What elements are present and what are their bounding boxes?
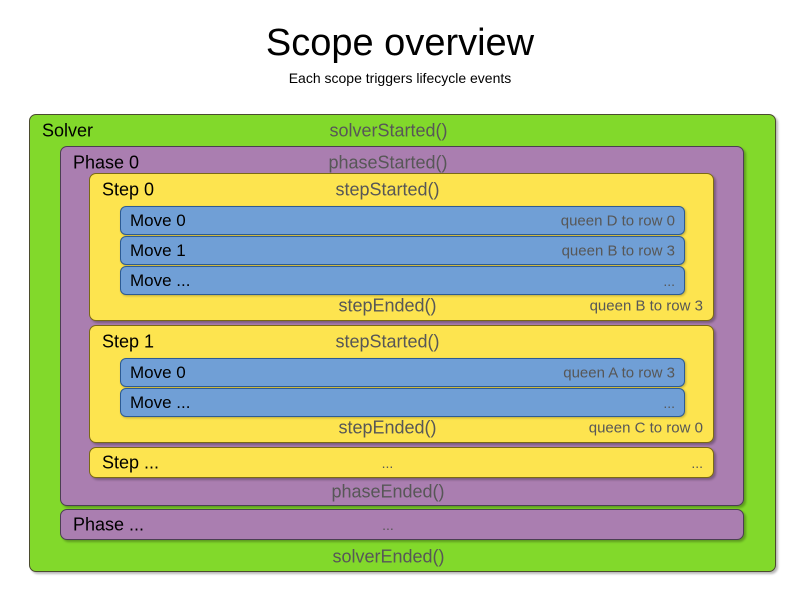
step-1-label: Step 1 xyxy=(102,331,155,351)
step-0-footer-row: stepEnded() queen B to row 3 xyxy=(90,292,713,320)
step-0-ended-value: queen B to row 3 xyxy=(589,297,703,315)
move-box: Move 0 queen D to row 0 xyxy=(120,206,685,235)
diagram-header: Scope overview Each scope triggers lifec… xyxy=(0,0,800,86)
move-value: queen D to row 0 xyxy=(560,212,675,229)
step-more-label: Step ... xyxy=(102,452,160,472)
phase-more-scope-box: Phase ... ... xyxy=(60,509,744,540)
phase-more-event: ... xyxy=(382,516,394,533)
solver-scope-box: Solver solverStarted() Phase 0 phaseStar… xyxy=(29,114,776,572)
move-label: Move 1 xyxy=(130,240,186,260)
move-box: Move ... ... xyxy=(120,266,685,295)
step-1-footer-row: stepEnded() queen C to row 0 xyxy=(90,414,713,442)
phase-0-header-row: Phase 0 phaseStarted() xyxy=(61,147,743,178)
phase-0-ended-event: phaseEnded() xyxy=(331,481,445,501)
step-0-started-event: stepStarted() xyxy=(335,179,440,199)
move-label: Move ... xyxy=(130,392,191,412)
phase-more-row: Phase ... ... xyxy=(61,510,743,539)
step-1-ended-event: stepEnded() xyxy=(338,417,437,438)
step-0-ended-event: stepEnded() xyxy=(338,295,437,316)
phase-0-scope-box: Phase 0 phaseStarted() Step 0 stepStarte… xyxy=(60,146,744,506)
move-label: Move 0 xyxy=(130,362,186,382)
step-more-event: ... xyxy=(381,454,394,471)
step-more-value: ... xyxy=(691,454,703,471)
step-1-started-event: stepStarted() xyxy=(335,331,440,351)
step-0-header-row: Step 0 stepStarted() xyxy=(90,174,713,205)
step-1-scope-box: Step 1 stepStarted() Move 0 queen A to r… xyxy=(89,325,714,443)
step-0-scope-box: Step 0 stepStarted() Move 0 queen D to r… xyxy=(89,173,714,321)
phase-0-footer-row: phaseEnded() xyxy=(61,477,743,506)
phase-0-started-event: phaseStarted() xyxy=(328,152,448,172)
move-box: Move 1 queen B to row 3 xyxy=(120,236,685,265)
step-more-scope-box: Step ... ... ... xyxy=(89,447,714,478)
solver-header-row: Solver solverStarted() xyxy=(30,115,775,146)
move-value: queen A to row 3 xyxy=(563,364,675,381)
move-value: ... xyxy=(663,394,675,411)
page-title: Scope overview xyxy=(265,22,535,64)
phase-0-label: Phase 0 xyxy=(73,152,140,172)
move-label: Move 0 xyxy=(130,210,186,230)
solver-started-event: solverStarted() xyxy=(329,120,448,140)
move-box: Move ... ... xyxy=(120,388,685,417)
solver-footer-row: solverEnded() xyxy=(30,542,775,571)
step-1-header-row: Step 1 stepStarted() xyxy=(90,326,713,357)
solver-label: Solver xyxy=(42,120,94,140)
step-more-row: Step ... ... ... xyxy=(90,448,713,477)
move-value: queen B to row 3 xyxy=(561,242,675,259)
page-subtitle: Each scope triggers lifecycle events xyxy=(288,69,512,86)
move-box: Move 0 queen A to row 3 xyxy=(120,358,685,387)
solver-ended-event: solverEnded() xyxy=(332,546,445,566)
move-value: ... xyxy=(663,272,675,289)
phase-more-label: Phase ... xyxy=(73,514,145,534)
step-0-label: Step 0 xyxy=(102,179,155,199)
step-1-ended-value: queen C to row 0 xyxy=(588,419,703,437)
move-label: Move ... xyxy=(130,270,191,290)
